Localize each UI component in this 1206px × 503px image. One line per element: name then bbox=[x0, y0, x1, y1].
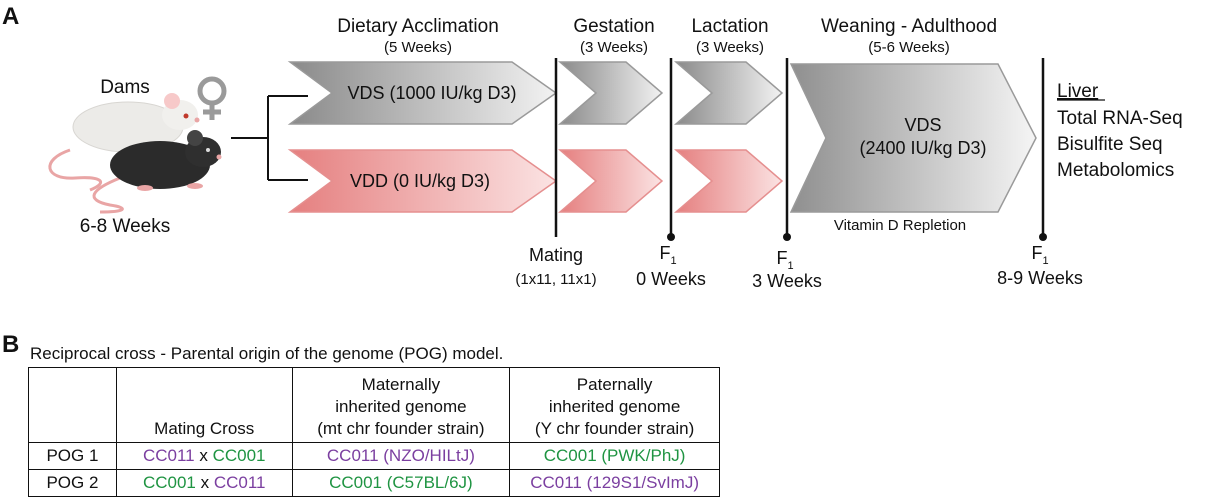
table-row: POG 1 CC011 x CC001 CC011 (NZO/HILtJ) CC… bbox=[28, 442, 720, 470]
stage-duration-acclimation: (5 Weeks) bbox=[384, 39, 452, 56]
age-label: 6-8 Weeks bbox=[80, 216, 170, 237]
stage-title-gestation: Gestation bbox=[573, 16, 654, 37]
repletion-arrow bbox=[789, 63, 1037, 213]
dams-label: Dams bbox=[100, 77, 150, 98]
paternal-cell: CC011 (129S1/SvImJ) bbox=[509, 469, 720, 497]
t3-label: 3 Weeks bbox=[752, 271, 822, 291]
f1-label-0wk: F1 bbox=[659, 243, 676, 267]
black-mouse-icon bbox=[92, 130, 222, 214]
mating-cross-cell: CC011 x CC001 bbox=[115, 442, 293, 470]
vds-diet-label: VDS (1000 IU/kg D3) bbox=[347, 83, 516, 103]
stage-duration-lactation: (3 Weeks) bbox=[696, 39, 764, 56]
header-empty bbox=[28, 367, 117, 443]
panel-b-letter: B bbox=[2, 331, 19, 358]
mating-sub-label: (1x11, 11x1) bbox=[515, 271, 596, 288]
vdd-acclimation-arrow bbox=[287, 149, 558, 213]
f1-label-89wk: F1 bbox=[1031, 243, 1048, 267]
header-mating-cross: Mating Cross bbox=[115, 367, 293, 443]
maternal-cell: CC011 (NZO/HILtJ) bbox=[291, 442, 511, 470]
header-paternal: Paternally inherited genome (Y chr found… bbox=[509, 367, 720, 443]
female-symbol-icon bbox=[197, 76, 227, 120]
t89-label: 8-9 Weeks bbox=[997, 268, 1083, 288]
row-name: POG 1 bbox=[28, 442, 117, 470]
vdd-diet-label: VDD (0 IU/kg D3) bbox=[350, 171, 490, 191]
vdd-lactation-arrow bbox=[673, 149, 784, 213]
table-header-row: Mating Cross Maternally inherited genome… bbox=[28, 367, 720, 443]
repletion-diet-line1: VDS bbox=[904, 115, 941, 135]
vds-gestation-arrow bbox=[557, 61, 664, 125]
panel-a-letter: A bbox=[2, 3, 19, 30]
outcome-item: Bisulfite Seq bbox=[1057, 134, 1163, 155]
white-mouse-icon bbox=[48, 93, 200, 192]
f1-89wk-dot bbox=[1039, 233, 1047, 241]
maternal-cell: CC001 (C57BL/6J) bbox=[291, 469, 511, 497]
vds-lactation-arrow bbox=[673, 61, 784, 125]
f1-label-3wk: F1 bbox=[776, 248, 793, 272]
f1-3wk-dot bbox=[783, 233, 791, 241]
mating-cross-cell: CC001 x CC011 bbox=[115, 469, 293, 497]
stage-title-acclimation: Dietary Acclimation bbox=[337, 16, 499, 37]
paternal-cell: CC001 (PWK/PhJ) bbox=[509, 442, 720, 470]
timeline-markers bbox=[554, 58, 1045, 237]
repletion-note: Vitamin D Repletion bbox=[834, 217, 966, 234]
mating-label: Mating bbox=[529, 245, 583, 265]
outcomes-title: Liver bbox=[1057, 81, 1099, 102]
repletion-diet-line2: (2400 IU/kg D3) bbox=[859, 138, 986, 158]
diet-bracket bbox=[231, 95, 308, 181]
outcome-item: Metabolomics bbox=[1057, 160, 1174, 181]
header-maternal: Maternally inherited genome (mt chr foun… bbox=[291, 367, 511, 443]
stage-title-weaning: Weaning - Adulthood bbox=[821, 16, 997, 37]
outcome-item: Total RNA-Seq bbox=[1057, 108, 1183, 129]
t0-label: 0 Weeks bbox=[636, 269, 706, 289]
f1-0wk-dot bbox=[667, 233, 675, 241]
row-name: POG 2 bbox=[28, 469, 117, 497]
stage-title-lactation: Lactation bbox=[691, 16, 768, 37]
pog-table: Mating Cross Maternally inherited genome… bbox=[28, 367, 720, 497]
vds-acclimation-arrow bbox=[287, 61, 558, 125]
stage-duration-gestation: (3 Weeks) bbox=[580, 39, 648, 56]
pog-caption: Reciprocal cross - Parental origin of th… bbox=[30, 344, 504, 363]
stage-duration-weaning: (5-6 Weeks) bbox=[868, 39, 949, 56]
table-row: POG 2 CC001 x CC011 CC001 (C57BL/6J) CC0… bbox=[28, 469, 720, 497]
vdd-gestation-arrow bbox=[557, 149, 664, 213]
